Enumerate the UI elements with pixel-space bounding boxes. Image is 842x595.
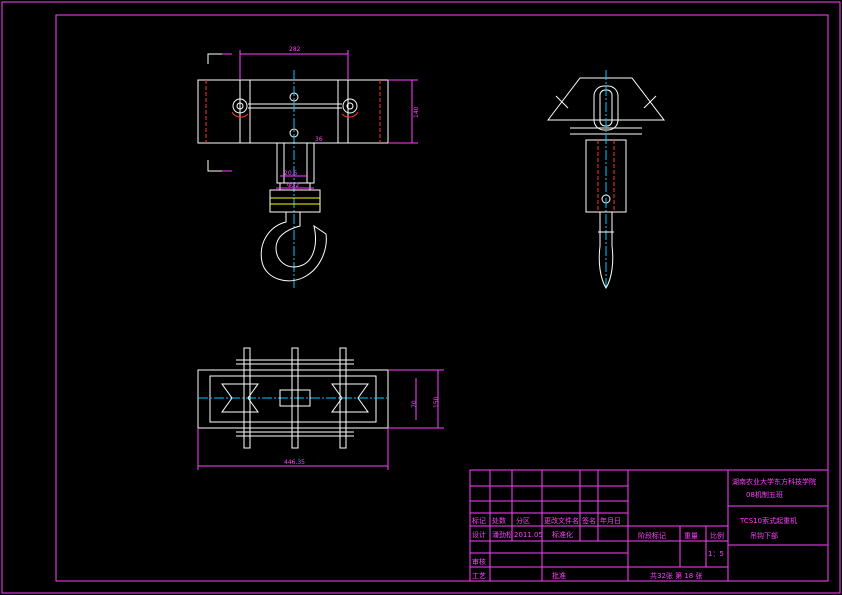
front-plate-right	[337, 79, 349, 144]
tb-hdr-mark: 标记	[472, 516, 486, 525]
section-mark-top	[207, 53, 232, 64]
plan-center-block	[279, 389, 311, 407]
side-top-frame	[546, 77, 666, 121]
title-block-text: 湖南农业大学东方科技学院 08机制五班 TCS10索式起重机 吊钩下部 标记 处…	[472, 477, 816, 580]
front-pulley-right	[342, 98, 358, 114]
side-view	[546, 70, 666, 290]
plan-pulley-right	[331, 383, 369, 413]
tb-school-1: 湖南农业大学东方科技学院	[732, 477, 816, 486]
front-body	[197, 79, 389, 144]
tb-approve: 批准	[552, 571, 566, 580]
front-pulley-left	[232, 98, 248, 114]
tb-scale: 1：5	[708, 550, 724, 558]
dim-front-right: 140	[413, 106, 420, 118]
tb-standardization: 标准化	[552, 530, 573, 539]
tb-row-review: 审核	[472, 557, 486, 566]
dim-plan-inner: 70	[411, 400, 418, 408]
dim-plan-outer: 150	[433, 396, 440, 408]
tb-hdr-zone: 分区	[516, 516, 530, 525]
tb-row-process: 工艺	[472, 572, 486, 580]
front-plate-left	[239, 79, 251, 144]
plan-body	[197, 369, 389, 429]
tb-hdr-date: 年月日	[600, 516, 621, 525]
tb-row-design: 设计	[472, 530, 486, 539]
inner-border	[55, 14, 829, 582]
tb-designer: 潘劲松	[492, 530, 513, 539]
front-view: 282 140 36 20.5 Φ32	[197, 46, 420, 290]
tb-sheet-info: 共32张 第 18 张	[650, 571, 703, 580]
hook-body	[260, 211, 327, 282]
tb-hdr-docno: 更改文件名	[544, 516, 579, 525]
dim-shaft-1: 20.5	[284, 170, 298, 177]
tb-school-2: 08机制五班	[746, 490, 783, 499]
tb-hdr-count: 处数	[492, 516, 506, 525]
hook-nut	[269, 189, 321, 213]
dim-front-top: 282	[289, 46, 301, 53]
side-hook	[598, 211, 614, 289]
tb-design-date: 2011.05	[514, 531, 543, 539]
tb-stage-mark: 阶段标记	[638, 531, 666, 540]
tb-hdr-sign: 签名	[582, 516, 596, 525]
dim-plan-bottom: 446.35	[284, 459, 305, 466]
dim-shaft-2: Φ32	[287, 182, 300, 189]
section-mark-bottom	[207, 160, 232, 172]
tb-scale-hdr: 比例	[710, 531, 724, 540]
plan-view: 446.35 70 150	[197, 347, 444, 470]
dim-front-small: 36	[315, 136, 323, 143]
hook-shank	[276, 142, 315, 184]
tb-weight: 重量	[684, 532, 698, 540]
title-block	[469, 469, 829, 582]
tb-part-2: 吊钩下部	[750, 531, 778, 540]
tb-part-1: TCS10索式起重机	[739, 516, 797, 525]
plan-pulley-left	[221, 383, 259, 413]
